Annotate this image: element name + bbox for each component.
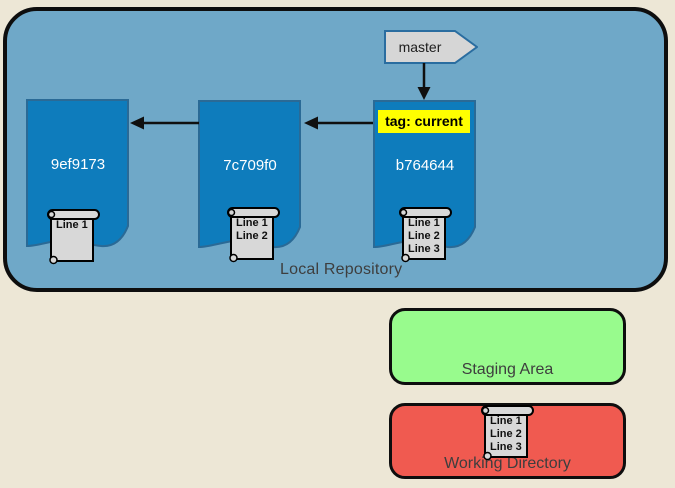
file-scroll-icon: Line 1 <box>47 209 101 266</box>
file-line-label: Line 2 <box>236 230 268 242</box>
file-scroll-icon: Line 1 Line 2 Line 3 <box>399 207 453 264</box>
file-scroll-icon: Line 1 Line 2 <box>227 207 281 264</box>
file-line-label: Line 1 <box>490 415 522 427</box>
branch-pointer-master: master <box>384 30 478 64</box>
tag-current-badge: tag: current <box>378 110 470 133</box>
local-repository-label: Local Repository <box>280 261 403 278</box>
file-scroll-icon: Line 1 Line 2 Line 3 <box>481 405 535 462</box>
branch-label: master <box>398 39 442 55</box>
branch-pointer-shape-icon <box>384 30 478 64</box>
file-line-label: Line 2 <box>490 428 522 440</box>
working-directory-label: Working Directory <box>444 455 571 472</box>
commit-id-label: 7c709f0 <box>223 157 277 174</box>
commit-id-label: 9ef9173 <box>50 156 106 173</box>
file-line-label: Line 3 <box>490 441 522 453</box>
file-line-label: Line 1 <box>236 217 268 229</box>
file-line-label: Line 1 <box>408 217 440 229</box>
file-line-label: Line 1 <box>56 219 88 231</box>
staging-area-box: Staging Area <box>389 308 626 385</box>
commit-id-label: b764644 <box>395 157 455 174</box>
staging-area-label: Staging Area <box>461 361 554 378</box>
file-line-label: Line 3 <box>408 243 440 255</box>
file-line-label: Line 2 <box>408 230 440 242</box>
